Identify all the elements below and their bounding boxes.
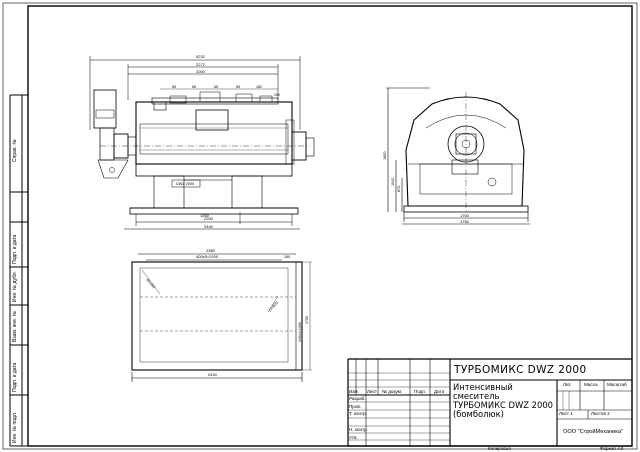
sheets-total: Листов 2 [591, 411, 610, 416]
dim-plan-hatch: 400x5=2000 [196, 254, 219, 259]
header-doc-number: № докум. [382, 389, 403, 394]
dim-plan-vertical-1: 340x4=1360 [298, 322, 302, 342]
dim-side-height-3: 870 [397, 186, 401, 192]
row-n-kontr: Н. контр. [349, 427, 368, 432]
plan-view [131, 253, 312, 382]
copied-by-label: Копировал [488, 446, 512, 451]
header-list: Лист [367, 389, 377, 394]
side-label-inv-podl: Инв. № подл. [12, 411, 18, 443]
dim-overall-length: 5232 [196, 54, 206, 59]
title-block-grid [347, 358, 632, 447]
title-block-title: ТУРБОМИКС DWZ 2000 [454, 364, 587, 376]
sheet-number: Лист 1 [559, 411, 573, 416]
stage-mass: Масса [584, 382, 598, 387]
dim-plan-right: 180 [284, 255, 290, 259]
row-utv: Утв. [349, 435, 358, 440]
side-column [9, 94, 28, 447]
product-name-line-4: (бомболюк) [453, 409, 504, 419]
front-view [89, 56, 315, 230]
header-date: Дата [434, 389, 445, 394]
drawing-frame [27, 5, 633, 447]
dim-side-height: 1850 [383, 152, 387, 160]
dim-nozzle-3: 65 [214, 85, 218, 89]
product-name-line-1: Интенсивный [453, 382, 513, 392]
product-name-line-3: ТУРБОМИКС DWZ 2000 [453, 400, 553, 410]
dim-nozzle-5: 160 [256, 85, 262, 89]
side-label-podp-data-2: Подп. и дата [12, 362, 18, 392]
format-label: Формат А3 [600, 446, 624, 451]
stage-scale: Масштаб [607, 382, 627, 387]
dim-nozzle-2: 65 [192, 85, 196, 89]
side-label-inv-dubl: Инв. № дубл. [12, 271, 18, 302]
header-izm: Изм. [349, 389, 359, 394]
stage-lit: Лит. [563, 382, 572, 387]
row-prov: Пров. [349, 404, 362, 409]
dim-total-base: 2440 [204, 224, 214, 229]
dim-base-length: 2200 [204, 216, 214, 221]
dim-plan-bottom-length: 2440 [208, 372, 218, 377]
organization-name: ООО "СтройМеханика" [563, 429, 623, 435]
dim-nozzle-4: 65 [236, 85, 240, 89]
dim-side-base-width: 1700 [460, 213, 470, 218]
dim-side-height-2: 1042 [391, 178, 395, 186]
row-razrab: Разраб. [349, 396, 366, 401]
side-view [386, 87, 530, 225]
dim-plan-top-length: 2380 [206, 248, 216, 253]
row-t-kontr: Т. контр. [349, 411, 367, 416]
dim-upper-length-2: 2000 [196, 69, 206, 74]
dim-nozzle-1: 65 [172, 85, 176, 89]
side-label-spravka: Справ. № [12, 139, 18, 162]
dim-side-total-width: 1750 [460, 219, 470, 224]
dim-nozzle-width: 150 [274, 93, 280, 97]
dim-base-offset: 1260 [200, 213, 210, 218]
product-name-line-2: смеситель [453, 391, 500, 401]
front-plate-label: DWZ 2000 [176, 182, 194, 186]
dim-plan-diag-2: 2Х-Ø25 [268, 301, 279, 313]
dim-upper-length-1: 2272 [196, 62, 206, 67]
side-label-vzam-inv: Взам. инв. № [12, 311, 18, 342]
side-label-podp-data-1: Подп. и дата [12, 234, 18, 264]
header-signature: Подп. [414, 389, 427, 394]
dim-plan-vertical-2: 1750 [305, 316, 309, 324]
dim-plan-diag-1: R5,465 [145, 278, 156, 289]
